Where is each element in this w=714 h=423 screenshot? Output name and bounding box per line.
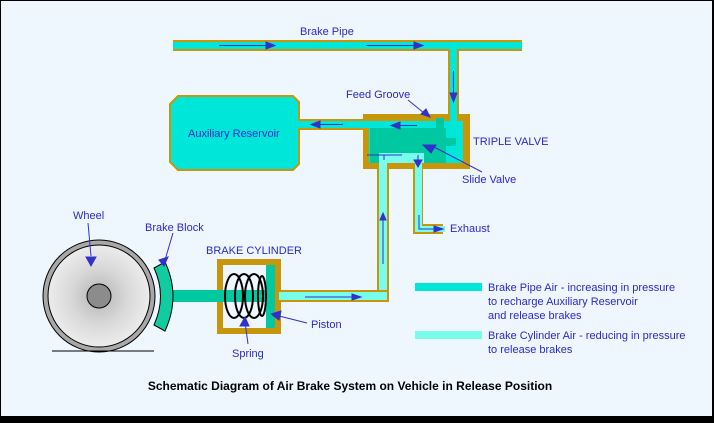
cylinder-pipe-flow-arrows bbox=[305, 154, 445, 301]
arrow-head-icon bbox=[413, 41, 425, 50]
wheel-pointer bbox=[85, 222, 97, 268]
feed-groove-pointer bbox=[407, 99, 431, 118]
triple-valve-flow-arrows bbox=[389, 121, 417, 130]
pointer-arrow-icon bbox=[85, 256, 97, 268]
spring-label: Spring bbox=[232, 348, 264, 360]
pointer-arrow-icon bbox=[420, 108, 431, 118]
diagram-caption: Schematic Diagram of Air Brake System on… bbox=[148, 379, 552, 393]
pointer-arrow-icon bbox=[421, 144, 437, 154]
exhaust-label: Exhaust bbox=[450, 223, 490, 235]
legend-swatch-brake-cylinder-air bbox=[415, 331, 482, 339]
legend: Brake Pipe Air - increasing in pressure … bbox=[415, 282, 689, 356]
arrow-head-icon bbox=[413, 159, 423, 169]
piston bbox=[266, 265, 275, 328]
brake-cylinder-label: BRAKE CYLINDER bbox=[206, 245, 302, 257]
spring-pointer bbox=[239, 315, 250, 345]
spring bbox=[224, 273, 267, 319]
arrow-head-icon bbox=[389, 121, 401, 130]
brake-pipe-air bbox=[173, 42, 522, 49]
piston-pointer bbox=[269, 310, 308, 324]
pointer-arrow-icon bbox=[239, 315, 250, 327]
slide-valve-pointer bbox=[421, 144, 483, 173]
arrow-head-icon bbox=[309, 120, 321, 129]
arrow-head-icon bbox=[433, 225, 445, 233]
brake-block bbox=[153, 261, 174, 332]
arrow-head-icon bbox=[449, 92, 458, 104]
feed-groove-label: Feed Groove bbox=[346, 89, 410, 101]
brake-pipe-flow-arrows bbox=[219, 41, 458, 104]
reservoir-flow-arrow bbox=[309, 120, 343, 129]
legend-swatch-brake-pipe-air bbox=[415, 283, 482, 291]
wheel bbox=[42, 239, 156, 353]
legend-text-brake-pipe-air: Brake Pipe Air - increasing in pressure … bbox=[488, 282, 678, 322]
reservoir-tank bbox=[169, 95, 300, 171]
arrow-head-icon bbox=[379, 211, 387, 221]
pointer-arrow-icon bbox=[158, 256, 169, 267]
brake-block-pointer bbox=[158, 232, 174, 267]
arrow-head-icon bbox=[351, 293, 363, 301]
legend-text-brake-cylinder-air: Brake Cylinder Air - reducing in pressur… bbox=[488, 330, 689, 356]
brake-pipe-label: Brake Pipe bbox=[300, 26, 354, 38]
piston-label: Piston bbox=[311, 319, 342, 331]
slide-valve-label: Slide Valve bbox=[462, 174, 516, 186]
pointer-arrow-icon bbox=[269, 310, 282, 321]
triple-valve-label: TRIPLE VALVE bbox=[473, 136, 548, 148]
auxiliary-reservoir-label: Auxiliary Reservoir bbox=[188, 128, 280, 140]
wheel-label: Wheel bbox=[73, 210, 104, 222]
arrow-head-icon bbox=[265, 41, 277, 50]
brake-block-label: Brake Block bbox=[145, 222, 204, 234]
wheel-hub bbox=[86, 283, 112, 309]
slide-valve-exhaust-cavity bbox=[379, 153, 424, 163]
piston-rod bbox=[167, 290, 266, 302]
background bbox=[1, 1, 712, 416]
